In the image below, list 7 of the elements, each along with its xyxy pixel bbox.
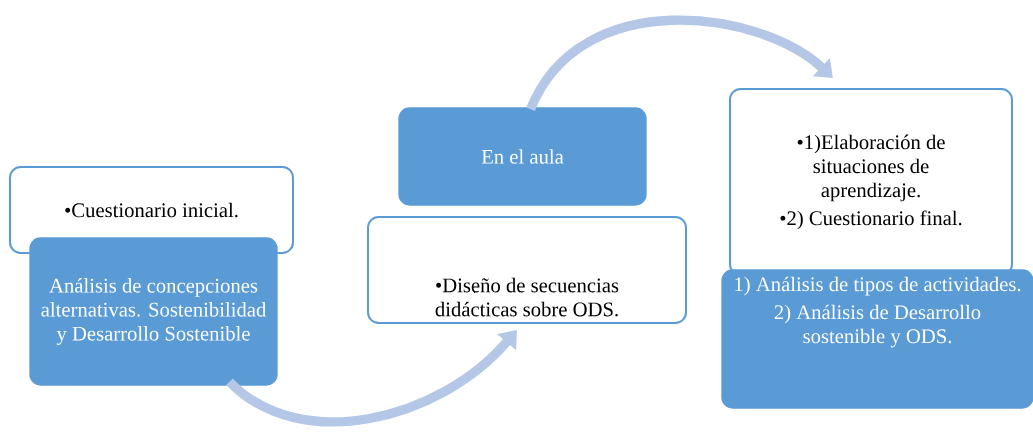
text-box: •1)Elaboración de situaciones de aprendizaje. •2) Cuestionario final.: [729, 88, 1013, 276]
heading-box: En el aula: [398, 107, 647, 206]
heading-box: Análisis de concepciones alternativas. Sostenibilidad y Desarrollo Sostenible: [29, 237, 278, 386]
curved-arrow: [226, 330, 517, 427]
text-box: •Diseño de secuencias didácticas sobre ODS.: [367, 216, 687, 324]
curved-arrow: [526, 15, 833, 112]
heading-box: 1) Análisis de tipos de actividades. 2) Análisis de Desarrollo sostenible y ODS.: [721, 269, 1033, 409]
